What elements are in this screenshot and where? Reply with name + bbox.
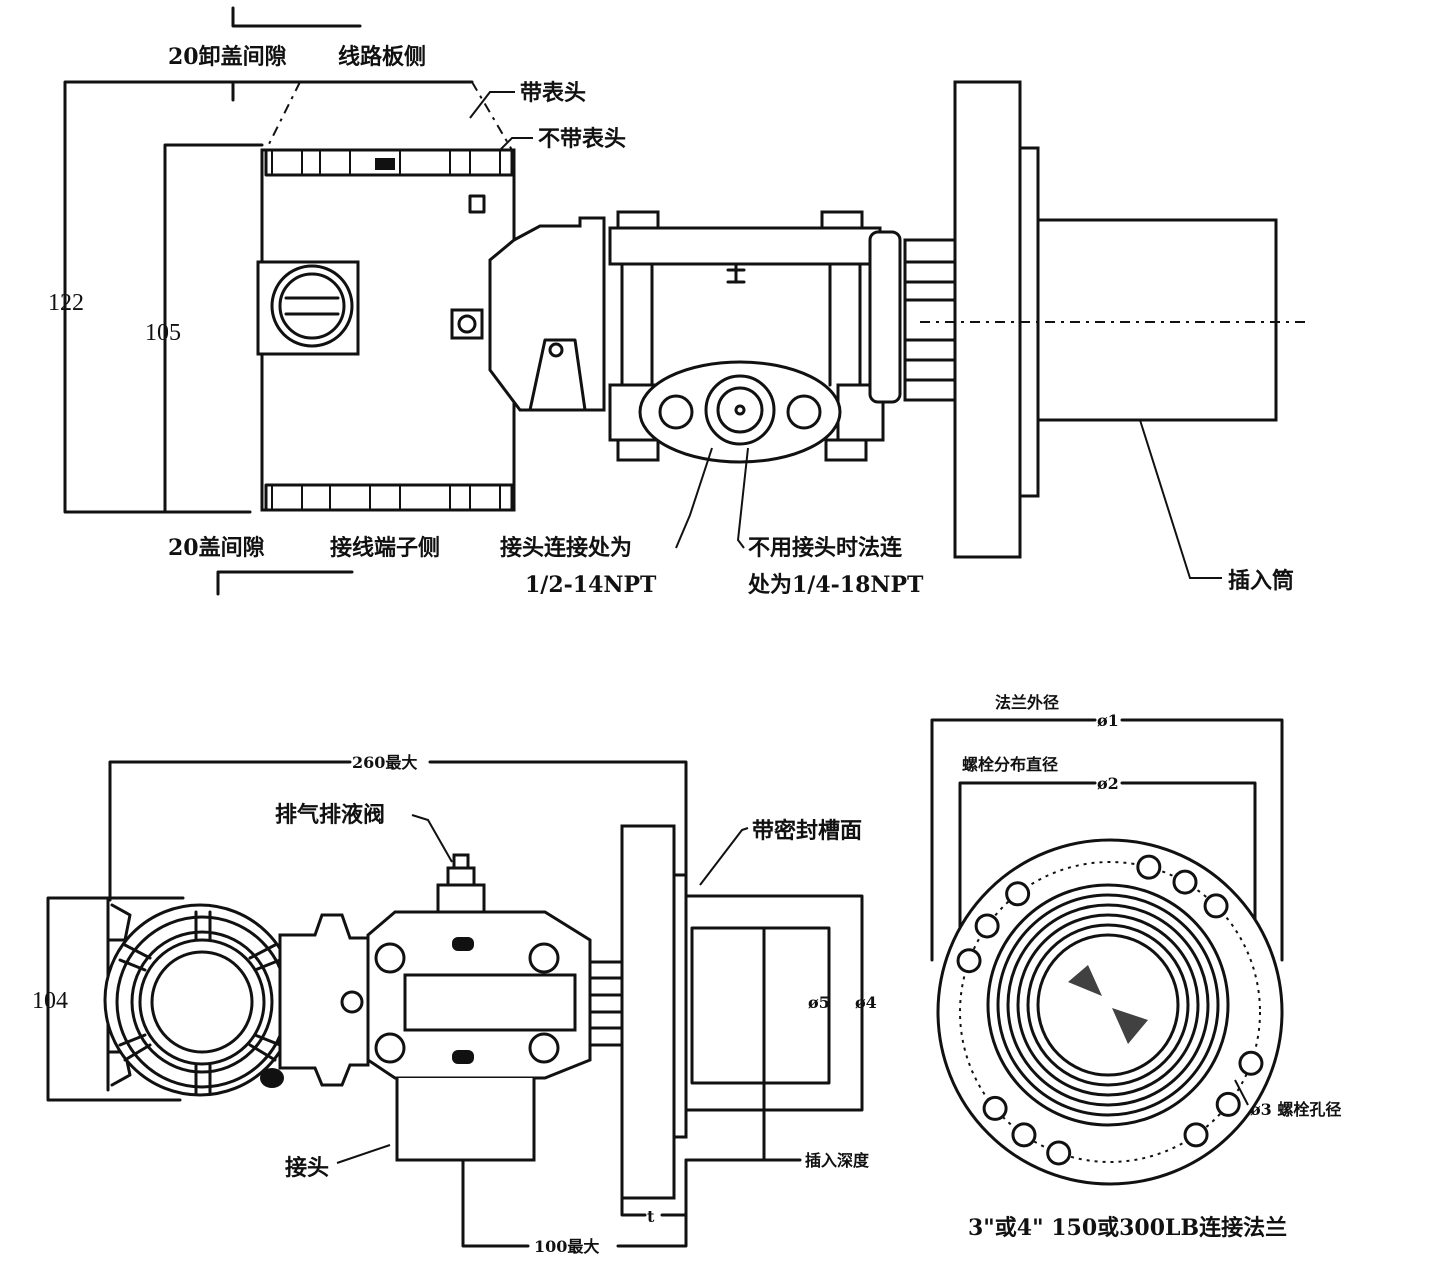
dim-line-104 [46, 896, 185, 1102]
insertion-tube [1036, 218, 1278, 422]
side-view: 260最大 排气排液阀 带密封槽面 104 [32, 753, 877, 1256]
conduit-entry [256, 260, 360, 356]
dim-line-260 [108, 760, 688, 1022]
label-flange-thread-1: 不用接头时法连 [748, 535, 903, 561]
dim-line-122 [63, 80, 474, 514]
seal-grooves [986, 883, 1230, 1127]
dim-260-max: 260最大 [352, 753, 417, 772]
label-flange-od: 法兰外径 [995, 693, 1059, 712]
insertion-extension [690, 926, 831, 1085]
label-with-meter: 带表头 [520, 80, 586, 106]
label-connector-thread-2: 1/2-14NPT [525, 572, 657, 598]
bolt-hole [1238, 1050, 1264, 1076]
label-phi3-bolt-hole: ø3 螺栓孔径 [1250, 1100, 1341, 1119]
top-view: 20卸盖间隙 线路板侧 122 105 带表头 不带表头 [48, 6, 1305, 598]
dim-105: 105 [145, 320, 181, 346]
diaphragm-mark [1068, 965, 1148, 1044]
bolt-holes [956, 854, 1264, 1166]
label-bolt-circle: 螺栓分布直径 [962, 755, 1058, 774]
mounting-flange [953, 80, 1022, 559]
connector-block [395, 1078, 536, 1162]
dim-line-105 [163, 143, 264, 514]
bolt-circle [959, 861, 1261, 1163]
bolt-hole [1136, 854, 1162, 880]
label-insertion-depth: 插入深度 [805, 1151, 870, 1170]
dim-line-phi2 [958, 781, 1257, 962]
neck [488, 216, 606, 412]
dim-122: 122 [48, 290, 84, 316]
diaphragm-stems [588, 960, 624, 1047]
flange-caption: 3"或4" 150或300LB连接法兰 [968, 1215, 1287, 1241]
dim-line-phi1 [930, 718, 1284, 962]
bolt-hole [956, 948, 982, 974]
label-seal-groove-face: 带密封槽面 [752, 818, 862, 844]
process-flange [608, 210, 902, 464]
bolt-hole [1215, 1091, 1241, 1117]
label-cover-clearance: 20盖间隙 [168, 535, 265, 561]
label-without-meter: 不带表头 [538, 126, 626, 152]
label-connector: 接头 [285, 1155, 329, 1181]
bolt-hole [1005, 881, 1031, 907]
dim-phi5: ø5 [808, 993, 830, 1012]
label-terminal-side: 接线端子侧 [330, 535, 440, 561]
flange-outer [936, 838, 1284, 1186]
bolt-hole [974, 913, 1000, 939]
flange-view: 法兰外径 ø1 螺栓分布直径 ø2 ø3 螺栓孔径 3"或4" 150或300L… [930, 693, 1341, 1241]
dim-line-100 [461, 1158, 688, 1248]
bolt-hole [1011, 1122, 1037, 1148]
diaphragm-stack [903, 238, 957, 402]
housing-cover [103, 898, 297, 1097]
label-cover-clearance-remove: 20卸盖间隙 [168, 44, 287, 70]
label-insertion-tube: 插入筒 [1228, 568, 1294, 594]
sensor-body [366, 853, 592, 1080]
label-connector-thread-1: 接头连接处为 [500, 535, 632, 561]
dim-phi2: ø2 [1097, 774, 1119, 793]
bolt-hole [1203, 893, 1229, 919]
clearance-bracket-top [231, 6, 362, 28]
bolt-hole [1046, 1140, 1072, 1166]
label-vent-drain-valve: 排气排液阀 [275, 802, 385, 828]
bolt-hole [982, 1095, 1008, 1121]
dim-104: 104 [32, 988, 68, 1014]
cover-ribs [271, 149, 501, 511]
label-circuit-board-side: 线路板侧 [338, 44, 426, 70]
bolt-hole [1183, 1122, 1209, 1148]
side-flange [620, 824, 676, 1200]
bolt-hole [1172, 869, 1198, 895]
neck-bracket [278, 913, 370, 1087]
dim-phi4: ø4 [855, 993, 877, 1012]
dim-100-max: 100最大 [534, 1237, 599, 1256]
clearance-bracket-bottom [216, 570, 354, 596]
label-flange-thread-2: 处为1/4-18NPT [747, 572, 924, 598]
meter-dome [265, 81, 513, 151]
dim-phi1: ø1 [1097, 711, 1119, 730]
dim-t: t [647, 1207, 655, 1226]
